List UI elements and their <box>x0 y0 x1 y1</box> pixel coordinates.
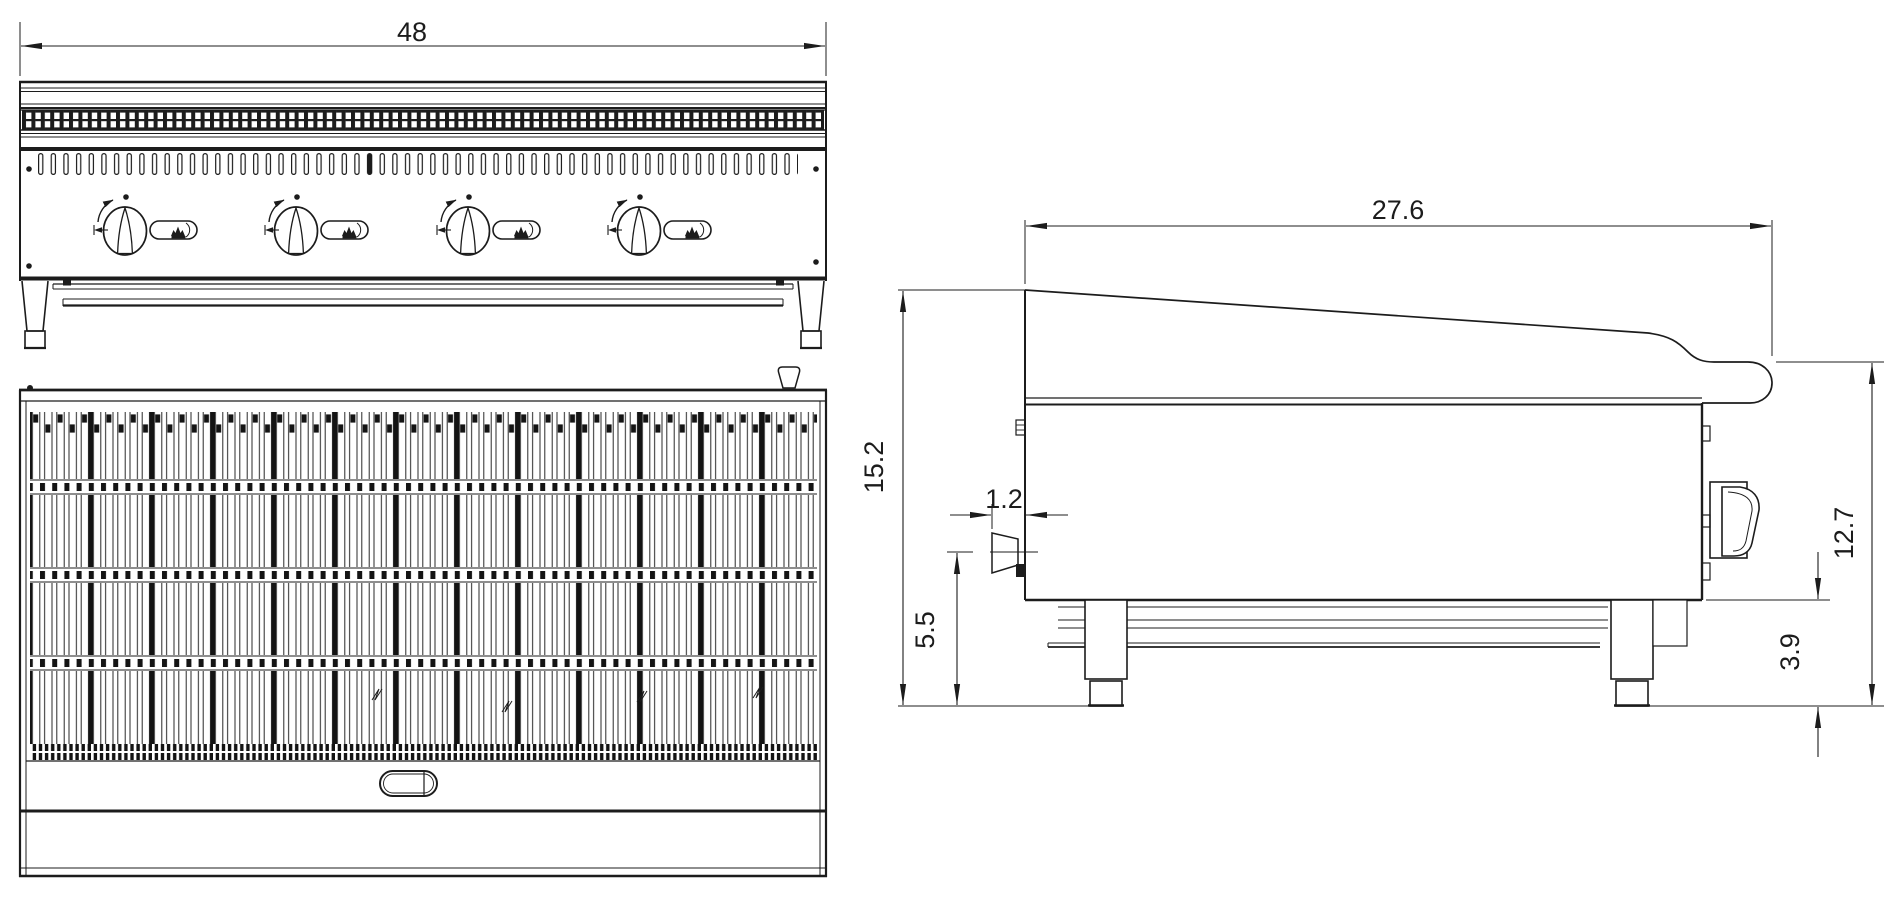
grate-cross-band <box>29 654 818 672</box>
panel-screw <box>813 259 819 265</box>
front-view: 48 <box>19 17 827 350</box>
tray-handle <box>379 770 438 797</box>
side-under-rails <box>1047 606 1608 648</box>
side-gas-valve-height-dimension: 5.5 <box>910 551 1038 705</box>
side-front-leg <box>1610 599 1688 707</box>
top-grease-tray <box>19 770 827 878</box>
front-width-label: 48 <box>397 17 427 47</box>
side-overall-height-dimension: 15.2 <box>859 291 907 705</box>
louver-vent-filled <box>367 153 372 175</box>
side-gas-valve-height-label: 5.5 <box>910 611 940 649</box>
burner-knob-1 <box>94 194 197 255</box>
side-top-profile <box>1024 289 1773 404</box>
burner-knob-3 <box>437 194 540 255</box>
side-body <box>898 289 1773 602</box>
front-radiant-teeth <box>20 109 826 131</box>
side-view: 27.6 1.2 <box>859 195 1884 757</box>
front-grease-tray <box>52 280 794 307</box>
side-front-edge-height-label: 12.7 <box>1829 507 1859 560</box>
grate-cross-band <box>29 478 818 496</box>
grate-cross-band <box>29 566 818 584</box>
front-louver-vents <box>38 153 798 175</box>
side-rear-leg <box>1084 599 1128 707</box>
front-control-panel <box>19 147 827 281</box>
gas-valve-knob <box>777 366 801 389</box>
grease-drawer-handle <box>1701 481 1760 581</box>
pilot-fitting <box>27 385 33 391</box>
panel-screw <box>813 166 819 172</box>
side-knob-protrusion-label: 1.2 <box>985 484 1023 514</box>
front-top-rail <box>19 80 827 109</box>
side-control-knob <box>991 532 1024 577</box>
side-leg-height-label: 3.9 <box>1775 633 1805 671</box>
panel-screw <box>26 263 32 269</box>
side-knob-protrusion-dimension: 1.2 <box>950 484 1068 529</box>
side-depth-dimension: 27.6 <box>1024 195 1773 356</box>
grill-grates <box>26 412 820 762</box>
front-right-leg <box>797 280 825 350</box>
grate-weld-marks <box>371 686 764 713</box>
side-depth-label: 27.6 <box>1372 195 1425 225</box>
burner-knob-4 <box>608 194 711 255</box>
side-front-edge-height-dimension: 12.7 <box>1776 361 1884 705</box>
panel-screw <box>26 166 32 172</box>
front-left-leg <box>21 280 49 350</box>
side-overall-height-label: 15.2 <box>859 441 889 494</box>
side-back-clip <box>1015 419 1026 436</box>
top-view <box>18 366 828 878</box>
side-front-clip <box>1701 425 1711 442</box>
side-leg-height-dimension: 3.9 <box>1706 552 1830 757</box>
burner-knob-2 <box>265 194 368 255</box>
front-width-dimension: 48 <box>19 17 827 76</box>
